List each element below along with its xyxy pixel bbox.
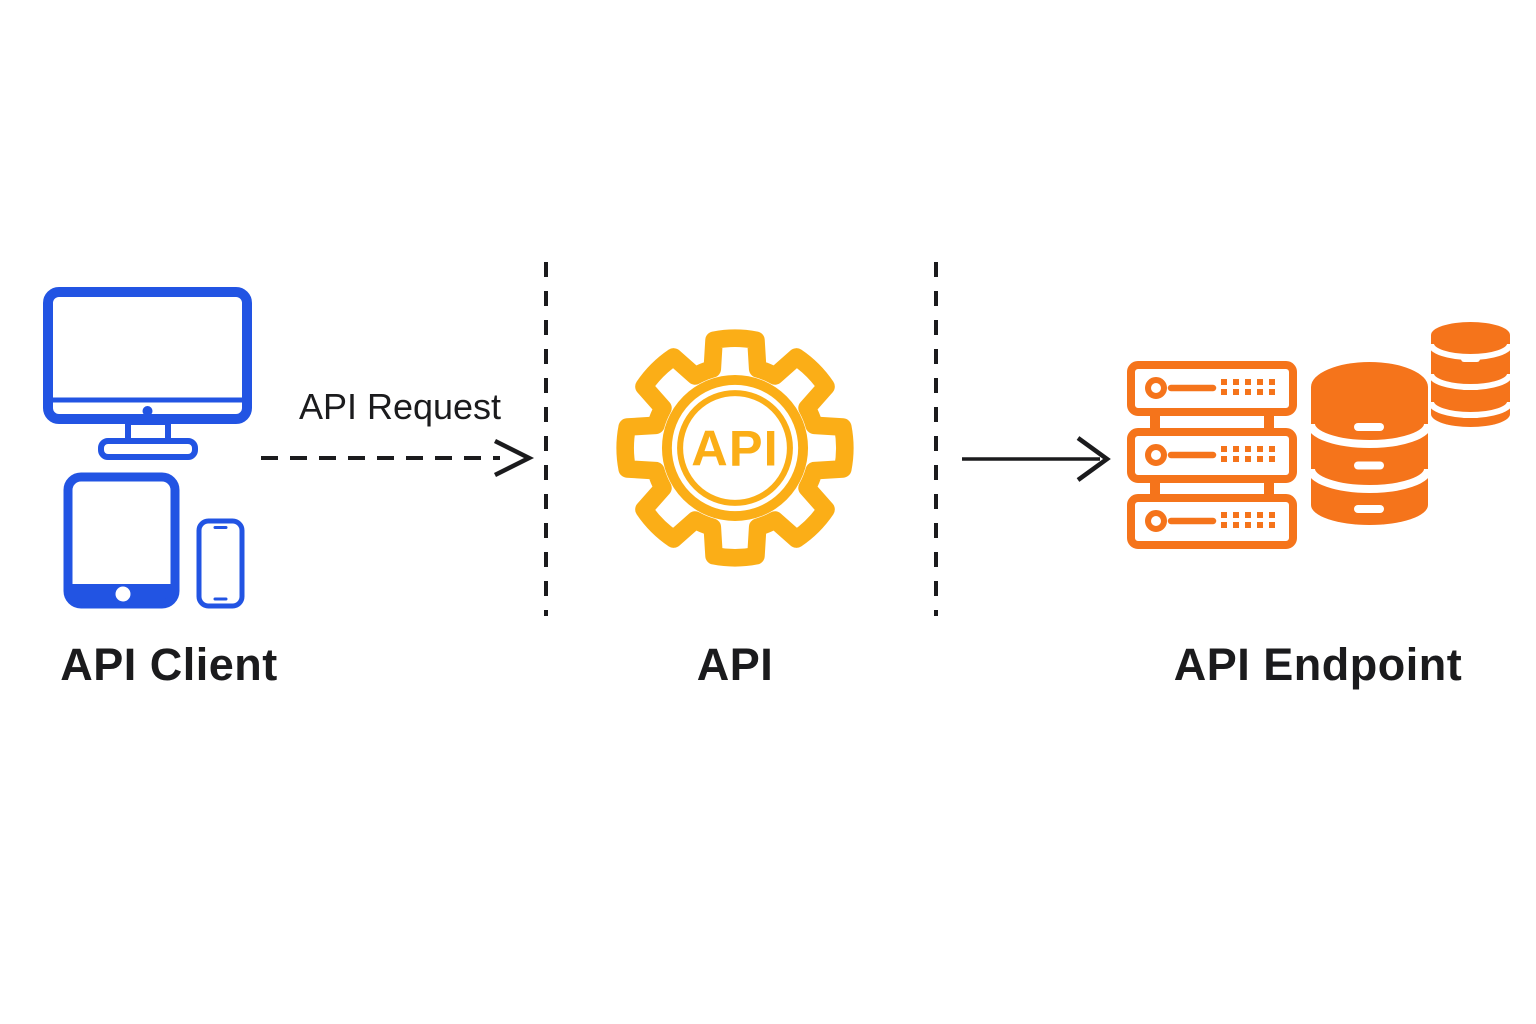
gear-icon: API <box>616 329 854 567</box>
api-request-label: API Request <box>298 386 502 427</box>
database-small-icon <box>1428 322 1513 427</box>
api-label: API <box>696 639 774 690</box>
database-large-icon <box>1307 362 1432 525</box>
desktop-computer-icon <box>43 287 252 460</box>
client-label: API Client <box>60 639 278 690</box>
gear-api-text: API <box>691 420 778 477</box>
api-request-arrow <box>261 438 535 478</box>
api-response-arrow <box>962 436 1111 482</box>
endpoint-label: API Endpoint <box>1173 639 1463 690</box>
server-rack-icon <box>1128 358 1296 549</box>
tablet-icon <box>63 472 180 609</box>
smartphone-icon <box>196 518 245 609</box>
